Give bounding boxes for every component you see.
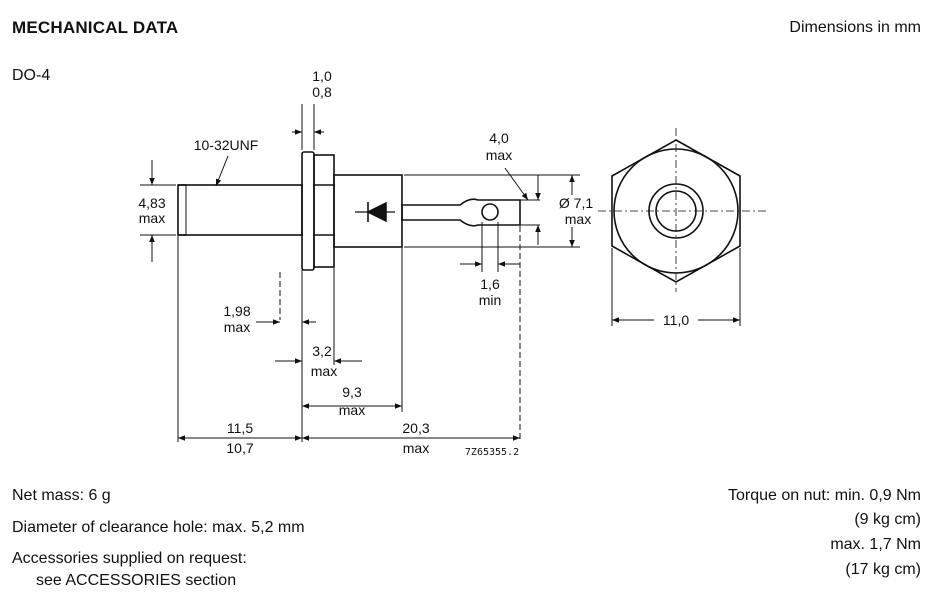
side-view <box>177 151 521 271</box>
dim-terminal-width: 4,0 <box>489 130 509 146</box>
dim-stud-diameter-qualifier: max <box>139 210 165 226</box>
dim-stud-end-qualifier: max <box>224 319 250 335</box>
drawing-reference: 7Z65355.2 <box>465 447 519 458</box>
torque-max: max. 1,7 Nm <box>830 536 921 553</box>
dim-hex-length-qualifier: max <box>311 363 337 379</box>
dim-stud-length-max: 11,5 <box>227 420 253 436</box>
torque-max-kgcm: (17 kg cm) <box>845 561 921 578</box>
dim-washer-top: 1,0 <box>312 68 332 84</box>
hex-nut <box>313 154 335 268</box>
dim-body-diameter: Ø 7,1 <box>559 195 593 211</box>
thread-label: 10-32UNF <box>194 137 259 153</box>
accessories-note: Accessories supplied on request: <box>12 550 247 567</box>
dim-body-length: 9,3 <box>342 384 362 400</box>
dim-hole: 1,6 <box>480 276 500 292</box>
dimension-labels: 1,0 0,8 10-32UNF 4,83 max 4,0 max Ø 7,1 … <box>138 68 689 458</box>
accessories-reference: see ACCESSORIES section <box>36 572 237 589</box>
dim-hex-across-flats: 11,0 <box>663 312 689 328</box>
clearance-hole: Diameter of clearance hole: max. 5,2 mm <box>12 519 305 536</box>
dim-total-length-qualifier: max <box>403 440 429 456</box>
net-mass: Net mass: 6 g <box>12 487 111 504</box>
dim-total-length: 20,3 <box>402 420 429 436</box>
threaded-stud <box>177 184 303 236</box>
mechanical-drawing: 1,0 0,8 10-32UNF 4,83 max 4,0 max Ø 7,1 … <box>138 68 766 458</box>
dim-stud-length-min: 10,7 <box>226 440 253 456</box>
end-view <box>598 128 766 292</box>
terminal-lead <box>401 198 521 227</box>
torque-min-kgcm: (9 kg cm) <box>854 511 921 528</box>
hex-outline <box>611 139 741 283</box>
dimension-lines <box>140 104 741 442</box>
dim-body-diameter-qualifier: max <box>565 211 591 227</box>
dim-hole-qualifier: min <box>479 292 502 308</box>
units-note: Dimensions in mm <box>789 19 921 36</box>
dim-stud-end: 1,98 <box>223 303 250 319</box>
dim-body-length-qualifier: max <box>339 402 365 418</box>
dim-washer-bottom: 0,8 <box>312 84 332 100</box>
dim-terminal-width-qualifier: max <box>486 147 512 163</box>
dim-hex-length: 3,2 <box>312 343 332 359</box>
washer <box>301 151 315 271</box>
dim-stud-diameter: 4,83 <box>138 195 165 211</box>
section-title: MECHANICAL DATA <box>12 18 179 37</box>
torque-min: Torque on nut: min. 0,9 Nm <box>728 487 921 504</box>
package-name: DO-4 <box>12 67 51 84</box>
terminal-hole <box>481 203 499 221</box>
